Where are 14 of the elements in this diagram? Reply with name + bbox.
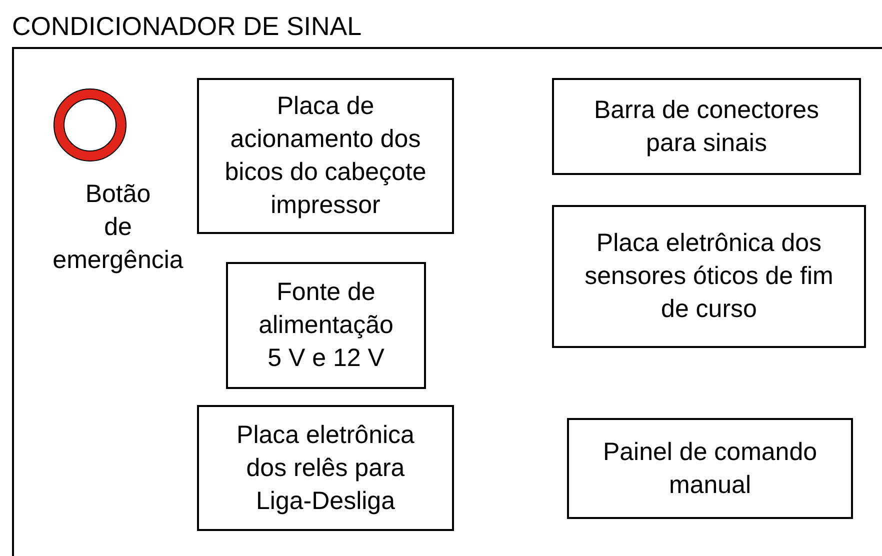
component-box <box>567 418 853 519</box>
component-box <box>552 205 866 348</box>
component-label: Fonte de alimentação 5 V e 12 V <box>258 277 394 374</box>
component-box <box>226 262 426 389</box>
component-label: Barra de conectores para sinais <box>592 94 820 158</box>
component-box <box>197 405 454 531</box>
component-box <box>552 78 861 175</box>
button-label: Botão de emergência <box>52 179 184 276</box>
component-box <box>197 78 454 234</box>
component-label: Placa eletrônica dos relês para Liga-Desliga <box>236 420 416 516</box>
enclosure-title: CONDICIONADOR DE SINAL <box>12 11 362 41</box>
component-label: Placa eletrônica dos sensores óticos de fim de curso <box>584 228 834 325</box>
component-label: Painel de comando manual <box>602 436 818 500</box>
component-label: Placa de acionamento dos bicos do cabeçote impressor <box>224 91 428 221</box>
